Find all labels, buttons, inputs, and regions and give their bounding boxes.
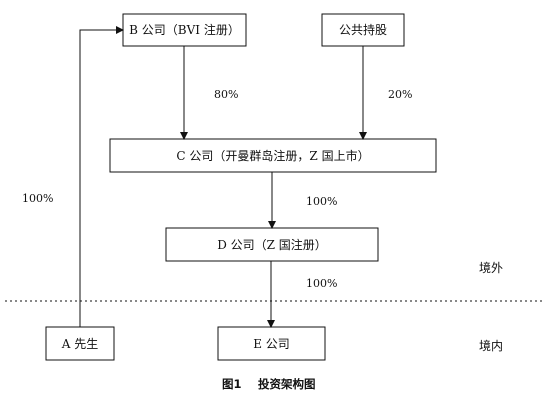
node-b-company: B 公司（BVI 注册） xyxy=(122,13,247,47)
pct-c-to-d: 100% xyxy=(306,195,337,208)
caption-title: 投资架构图 xyxy=(258,377,316,391)
pct-b-to-c: 80% xyxy=(214,88,238,101)
node-e-company: E 公司 xyxy=(217,326,326,361)
node-c-company: C 公司（开曼群岛注册，Z 国上市） xyxy=(109,138,437,173)
node-mr-a-label: A 先生 xyxy=(61,337,98,351)
node-c-company-label: C 公司（开曼群岛注册，Z 国上市） xyxy=(176,148,369,163)
node-d-company: D 公司（Z 国注册） xyxy=(165,227,379,262)
figure-caption: 图1 投资架构图 xyxy=(222,377,316,391)
node-public-shareholding: 公共持股 xyxy=(321,13,405,47)
node-mr-a: A 先生 xyxy=(45,326,115,361)
edge-a-to-b xyxy=(79,26,124,327)
caption-number: 图1 xyxy=(222,377,242,391)
node-b-company-label: B 公司（BVI 注册） xyxy=(129,22,240,37)
node-d-company-label: D 公司（Z 国注册） xyxy=(217,237,327,252)
pct-a-to-b: 100% xyxy=(22,192,53,205)
region-onshore-label: 境内 xyxy=(479,338,503,353)
pct-public-to-c: 20% xyxy=(388,88,412,101)
node-public-shareholding-label: 公共持股 xyxy=(339,22,387,37)
region-offshore-label: 境外 xyxy=(479,260,503,275)
node-e-company-label: E 公司 xyxy=(253,337,290,351)
pct-d-to-e: 100% xyxy=(306,277,337,290)
